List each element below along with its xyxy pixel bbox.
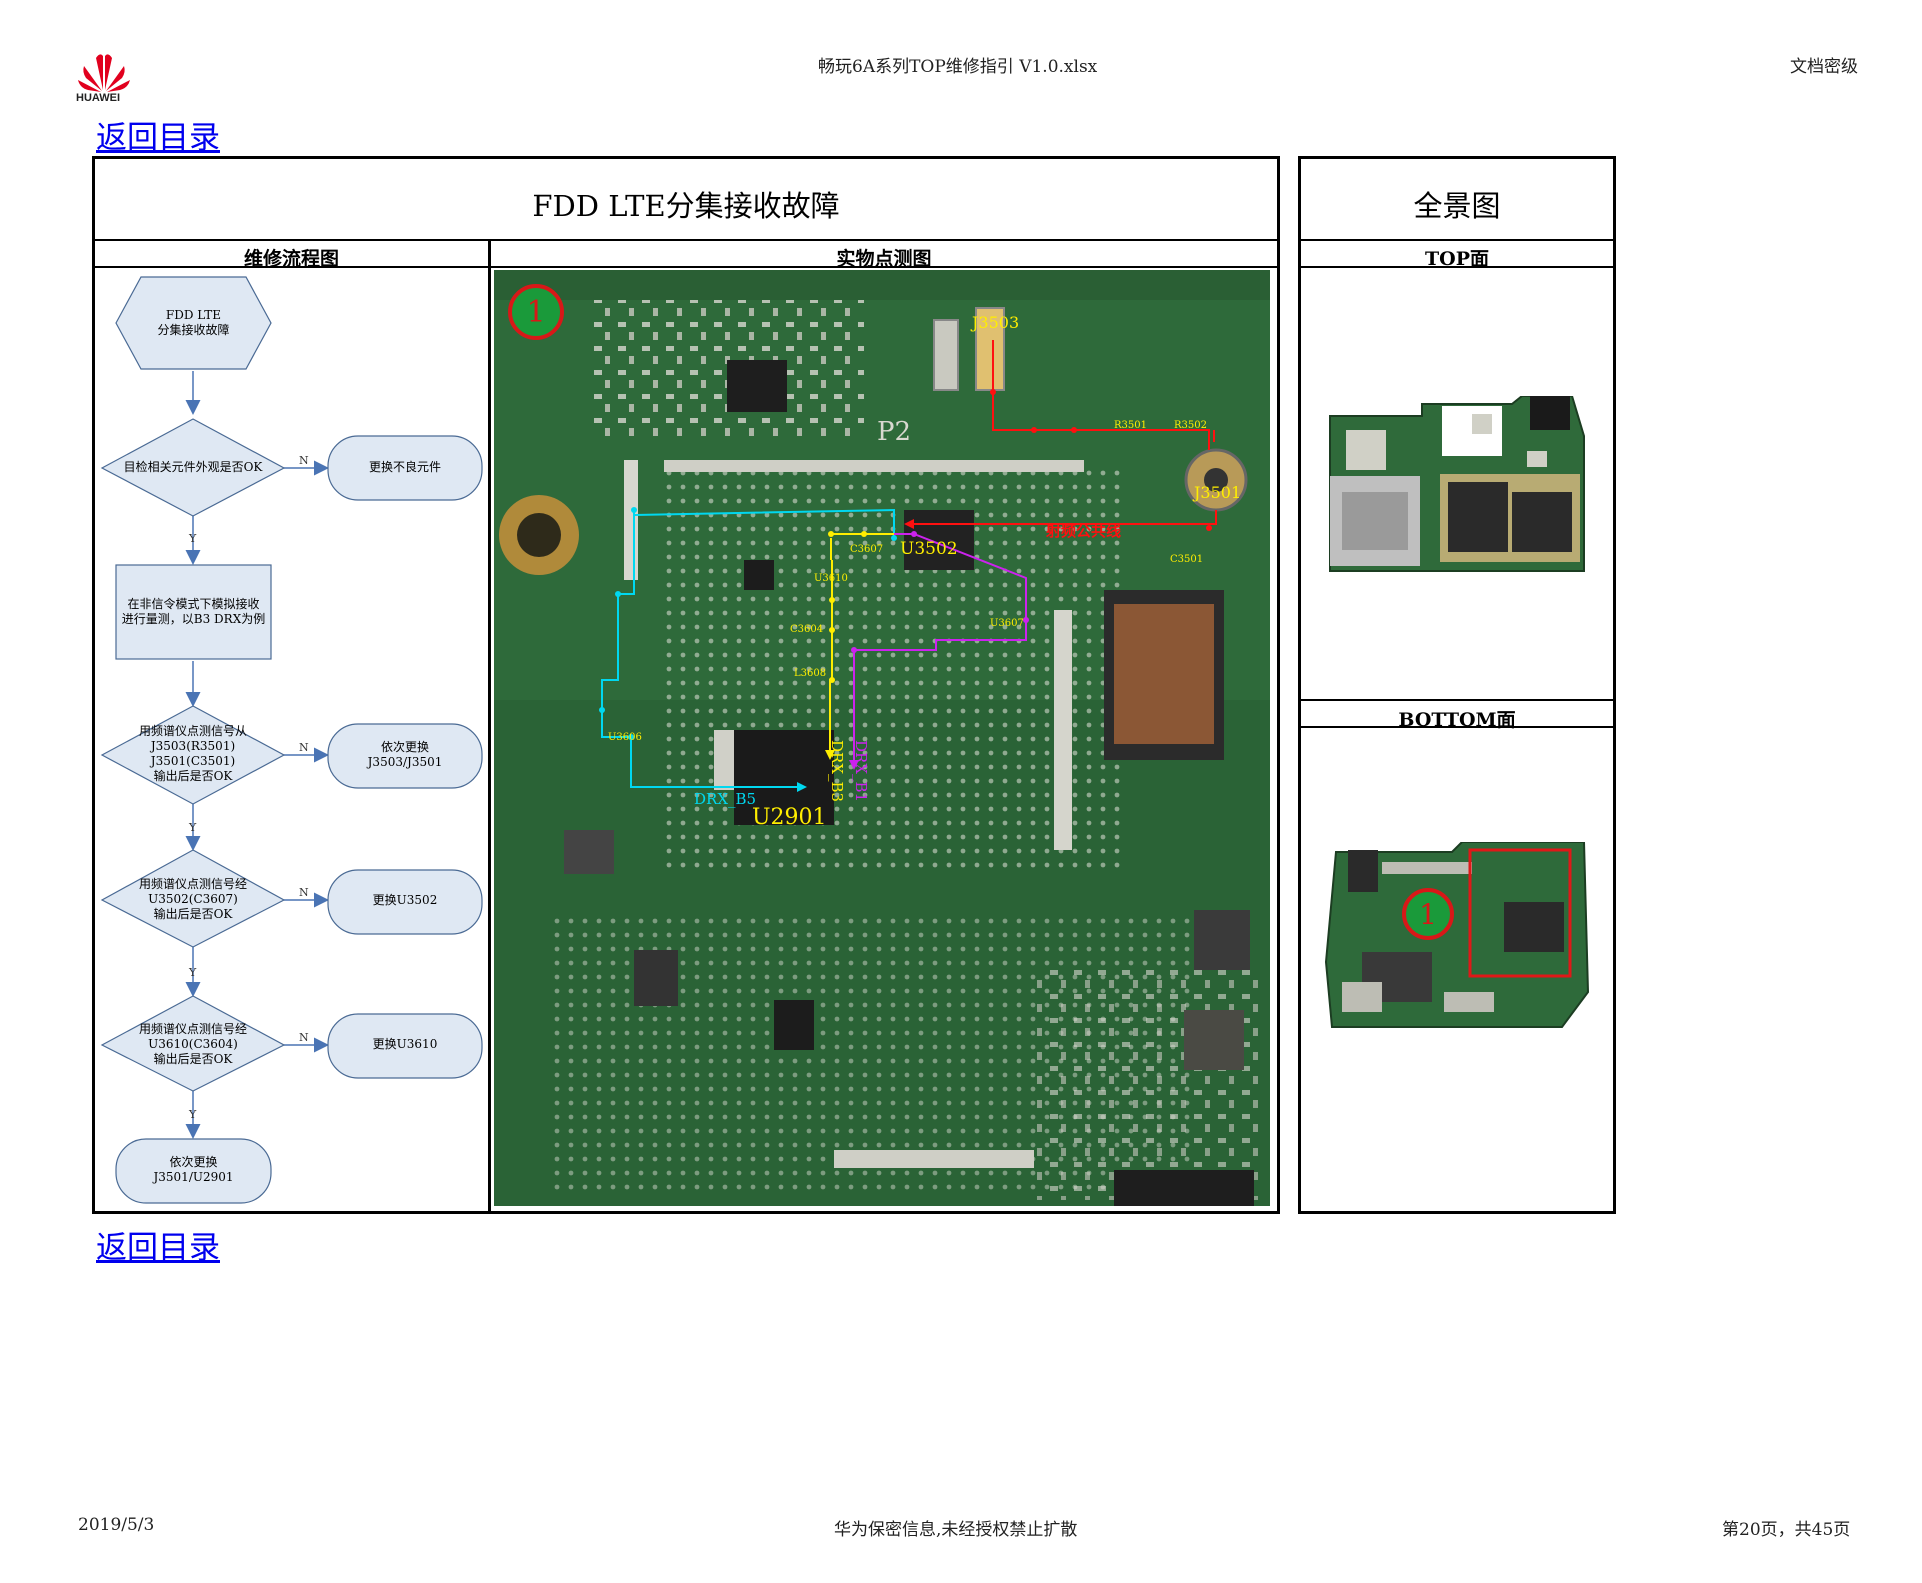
logo-text: HUAWEI [76, 92, 120, 104]
huawei-logo: HUAWEI [74, 50, 134, 106]
overview-title: 全景图 [1413, 189, 1501, 223]
fault-title: FDD LTE分集接收故障 [532, 189, 840, 223]
label-n-2: N [299, 741, 309, 754]
label-r3501: R3501 [1114, 420, 1147, 431]
label-u3607: U3607 [990, 618, 1024, 629]
back-to-contents-link-top[interactable]: 返回目录 [96, 120, 220, 156]
top-header-divider [1301, 266, 1613, 268]
top-side-header: TOP面 [1425, 248, 1489, 270]
title-divider [95, 239, 1277, 241]
footer-date: 2019/5/3 [78, 1515, 155, 1535]
start-hexagon [115, 276, 272, 370]
label-y-2: Y [188, 821, 197, 834]
flow-column-header: 维修流程图 [243, 248, 339, 270]
huawei-logo-icon [78, 54, 130, 92]
decision-j3503-j3501 [100, 705, 286, 805]
highlight-region [1468, 848, 1572, 978]
label-l3608: L3608 [794, 668, 826, 679]
label-c3604: C3604 [790, 624, 823, 635]
label-rf-common-line: 射频公共线 [1045, 522, 1121, 540]
decision-visual-check-text: 目检相关元件外观是否OK [123, 460, 263, 474]
silk-p2: P2 [877, 417, 911, 447]
label-r3502: R3502 [1174, 420, 1207, 431]
bottom-header-divider [1301, 726, 1613, 728]
back-to-contents-link-bottom[interactable]: 返回目录 [96, 1230, 220, 1266]
label-n-1: N [299, 454, 309, 467]
label-y-4: Y [188, 1108, 197, 1121]
marker-number: 1 [526, 295, 545, 330]
footer-page-number: 第20页，共45页 [1722, 1520, 1851, 1540]
action-replace-j3503-j3501 [327, 723, 483, 789]
label-u3606: U3606 [608, 732, 642, 743]
overview-title-divider [1301, 239, 1613, 241]
bottom-header-top-divider [1301, 699, 1613, 701]
pcb-photo-svg: P2 [494, 270, 1270, 1206]
overview-table: 全景图 TOP面 BOTTOM面 [1298, 156, 1616, 1214]
bottom-marker-circle [1402, 888, 1454, 940]
bottom-side-header: BOTTOM面 [1398, 709, 1516, 731]
label-n-3: N [299, 886, 309, 899]
photo-column-header: 实物点测图 [836, 248, 932, 270]
top-board-image [1329, 396, 1585, 572]
process-simulate-rx-text: 在非信令模式下模拟接收进行量测，以B3 DRX为例 [121, 597, 266, 626]
decision-u3502 [100, 849, 286, 948]
doc-title: 畅玩6A系列TOP维修指引 V1.0.xlsx [818, 57, 1098, 77]
action-replace-parts-text: 更换不良元件 [368, 460, 441, 474]
pcb-test-point-photo: P2 [494, 270, 1270, 1206]
label-n-4: N [299, 1031, 309, 1044]
repair-flowchart: N N N N Y Y Y Y [100, 276, 483, 1204]
action-replace-u3502-text: 更换U3502 [372, 893, 438, 907]
header-divider [95, 266, 1277, 268]
process-simulate-rx [115, 564, 272, 660]
decision-u3610 [100, 995, 286, 1092]
label-c3607: C3607 [850, 544, 883, 555]
label-c3501: C3501 [1170, 554, 1203, 565]
end-replace-j3501-u2901 [115, 1138, 272, 1204]
label-y-3: Y [188, 966, 197, 979]
bottom-marker-number: 1 [1419, 898, 1437, 931]
action-replace-u3610-text: 更换U3610 [372, 1037, 438, 1051]
doc-classification: 文档密级 [1790, 57, 1858, 77]
label-j3501: J3501 [1192, 483, 1241, 502]
action-replace-u3610 [327, 1013, 483, 1079]
footer-confidential-notice: 华为保密信息,未经授权禁止扩散 [834, 1520, 1078, 1540]
label-drx-b3: DRX_B3 [828, 740, 846, 802]
action-replace-parts [327, 435, 483, 501]
label-u2901: U2901 [752, 805, 827, 830]
action-replace-u3502 [327, 869, 483, 935]
label-j3503: J3503 [970, 313, 1019, 332]
label-u3502: U3502 [900, 539, 958, 559]
label-u3610: U3610 [814, 573, 848, 584]
label-y-1: Y [188, 532, 197, 545]
test-point-marker [508, 284, 564, 340]
label-drx-b5: DRX_B5 [694, 790, 756, 808]
bottom-board-image: 1 [1324, 842, 1590, 1028]
column-divider [488, 239, 491, 1211]
label-drx-b1: DRX_B1 [852, 740, 870, 802]
decision-visual-check [100, 418, 286, 517]
